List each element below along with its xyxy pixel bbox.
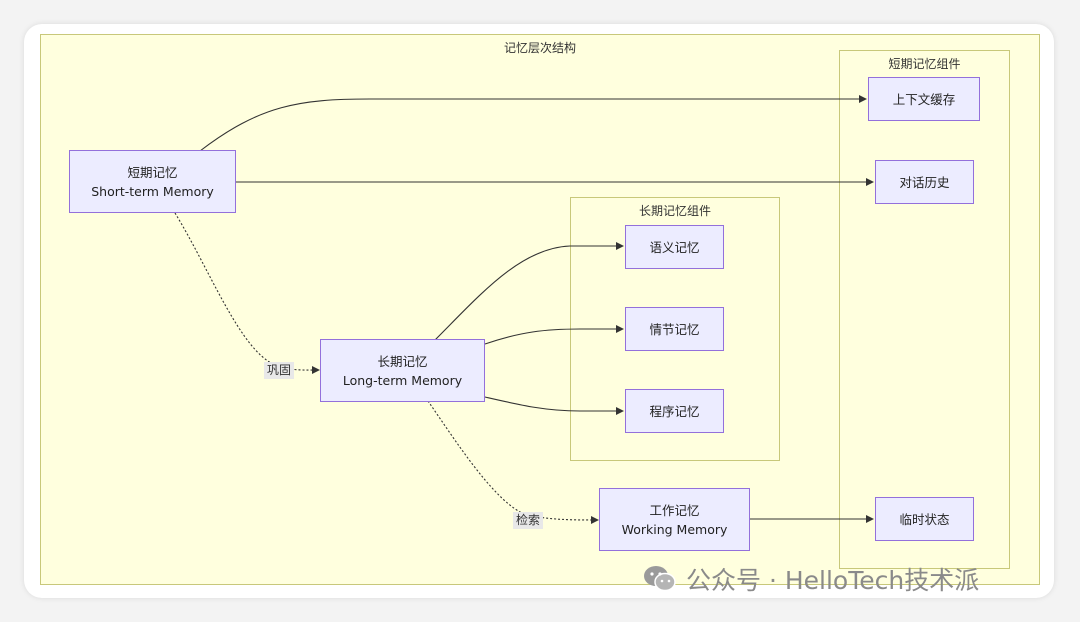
wechat-icon xyxy=(644,566,676,592)
node-dialog-history: 对话历史 xyxy=(875,160,974,204)
stm-components-cluster: 短期记忆组件 xyxy=(839,50,1010,569)
cluster-title-memory-hierarchy: 记忆层次结构 xyxy=(503,41,576,55)
node-working-memory: 工作记忆 Working Memory xyxy=(599,488,750,551)
edge-ltm-to-semantic xyxy=(434,242,624,341)
edge-label-consolidate: 巩固 xyxy=(264,362,295,379)
node-short-term-memory: 短期记忆 Short-term Memory xyxy=(69,150,236,213)
node-long-term-memory-en: Long-term Memory xyxy=(342,372,463,388)
node-semantic-memory: 语义记忆 xyxy=(625,225,724,269)
cluster-title-stm-components: 短期记忆组件 xyxy=(888,57,961,71)
node-temp-state: 临时状态 xyxy=(875,497,974,541)
node-short-term-memory-cn: 短期记忆 xyxy=(127,164,178,180)
watermark: 公众号 · HelloTech技术派 xyxy=(642,562,979,596)
node-procedural-memory: 程序记忆 xyxy=(625,389,724,433)
watermark-text: 公众号 · HelloTech技术派 xyxy=(686,566,980,595)
edge-ltm-to-working xyxy=(427,400,599,524)
edge-label-retrieve: 检索 xyxy=(513,512,544,529)
edge-ltm-to-procedural xyxy=(484,396,624,415)
edge-stm-to-ltm xyxy=(174,212,320,375)
edge-ltm-to-episodic xyxy=(484,325,624,345)
node-working-memory-cn: 工作记忆 xyxy=(649,502,700,518)
node-short-term-memory-en: Short-term Memory xyxy=(91,183,214,199)
node-long-term-memory: 长期记忆 Long-term Memory xyxy=(320,339,485,402)
node-context-cache: 上下文缓存 xyxy=(868,77,980,121)
node-working-memory-en: Working Memory xyxy=(621,521,728,537)
edge-stm-to-context-cache xyxy=(199,95,867,152)
cluster-title-ltm-components: 长期记忆组件 xyxy=(638,204,711,218)
node-episodic-memory: 情节记忆 xyxy=(625,307,724,351)
node-long-term-memory-cn: 长期记忆 xyxy=(377,353,428,369)
